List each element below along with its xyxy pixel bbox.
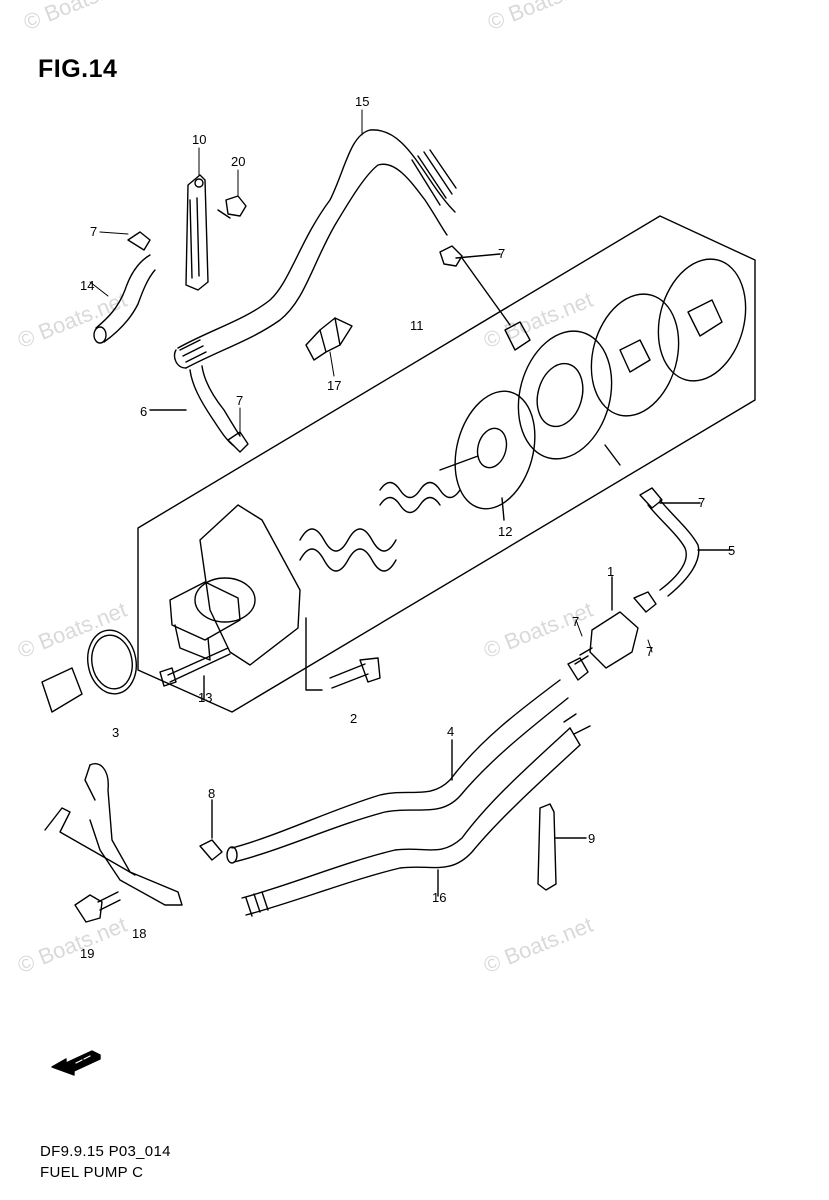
clamp-10 bbox=[185, 174, 209, 291]
hose-6 bbox=[149, 365, 249, 453]
callout-7: 7 bbox=[498, 246, 505, 261]
hose-16 bbox=[241, 713, 591, 917]
hose-5 bbox=[639, 487, 733, 597]
callout-19: 19 bbox=[80, 946, 94, 961]
callout-3: 3 bbox=[112, 725, 119, 740]
callout-9: 9 bbox=[588, 831, 595, 846]
callout-labels: 15 10 20 7 14 7 11 17 6 7 12 7 5 1 7 7 1… bbox=[80, 94, 735, 961]
callout-17: 17 bbox=[327, 378, 341, 393]
callout-1: 1 bbox=[607, 564, 614, 579]
callout-10: 10 bbox=[192, 132, 206, 147]
callout-7: 7 bbox=[572, 614, 579, 629]
pump-plates bbox=[461, 257, 747, 466]
callout-18: 18 bbox=[132, 926, 146, 941]
figure-title: FIG.14 bbox=[38, 55, 118, 83]
callout-8: 8 bbox=[208, 786, 215, 801]
screw-13 bbox=[159, 647, 231, 701]
callout-7: 7 bbox=[236, 393, 243, 408]
callout-6: 6 bbox=[140, 404, 147, 419]
callout-16: 16 bbox=[432, 890, 446, 905]
callout-14: 14 bbox=[80, 278, 94, 293]
callout-4: 4 bbox=[447, 724, 454, 739]
callout-5: 5 bbox=[728, 543, 735, 558]
figure-caption: FUEL PUMP C bbox=[40, 1164, 144, 1181]
springs bbox=[299, 481, 461, 572]
filter-1 bbox=[567, 576, 657, 681]
callout-13: 13 bbox=[198, 690, 212, 705]
bracket-18 bbox=[44, 763, 183, 906]
diaphragm-12 bbox=[439, 390, 536, 521]
callout-20: 20 bbox=[231, 154, 245, 169]
callout-12: 12 bbox=[498, 524, 512, 539]
hose-15 bbox=[173, 129, 457, 369]
clamp-7-upper bbox=[439, 245, 501, 267]
callout-11: 11 bbox=[410, 318, 424, 333]
leader-lines bbox=[89, 109, 653, 653]
bolt-2 bbox=[305, 617, 381, 691]
hose-14 bbox=[93, 231, 156, 344]
figure-code: DF9.9.15 P03_014 bbox=[40, 1143, 171, 1160]
callout-15: 15 bbox=[355, 94, 369, 109]
front-arrow-icon bbox=[51, 1050, 101, 1076]
callout-2: 2 bbox=[350, 711, 357, 726]
callout-7: 7 bbox=[698, 495, 705, 510]
pump-housing bbox=[169, 504, 301, 666]
bracket-17 bbox=[305, 317, 353, 361]
hose-4 bbox=[226, 679, 569, 864]
callout-7: 7 bbox=[90, 224, 97, 239]
callout-7: 7 bbox=[646, 644, 653, 659]
bolt-19 bbox=[74, 891, 121, 923]
clamp-9 bbox=[537, 803, 587, 891]
assembly-outline bbox=[137, 215, 756, 713]
clamp-8 bbox=[199, 799, 223, 861]
screw-20 bbox=[217, 195, 247, 219]
oring-3 bbox=[41, 629, 137, 713]
